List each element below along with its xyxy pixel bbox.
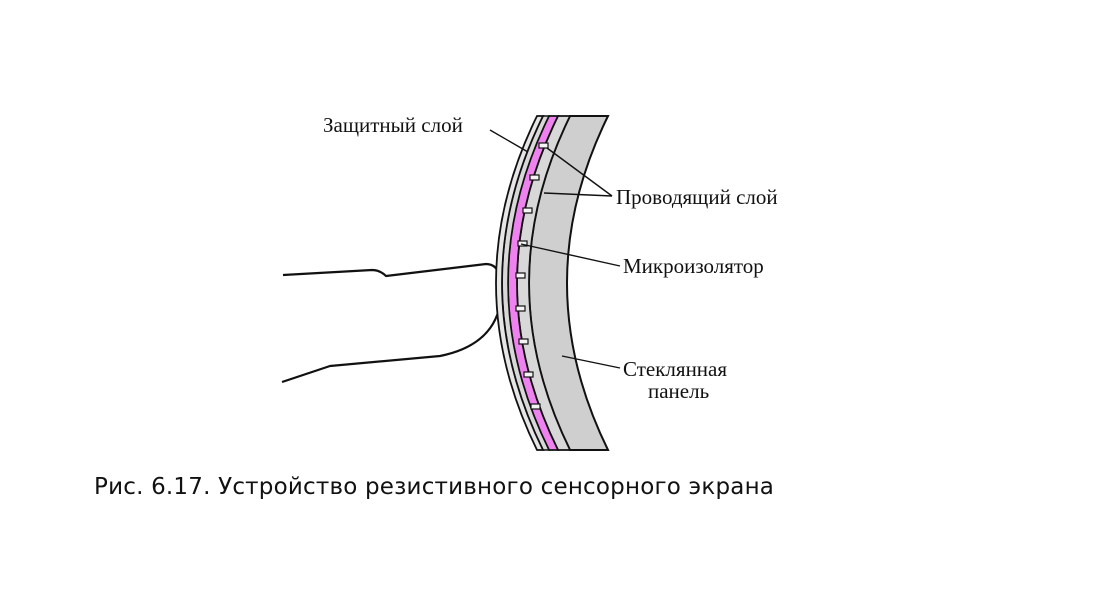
micro-insulator-dot <box>515 272 526 279</box>
figure-caption: Рис. 6.17. Устройство резистивного сенсо… <box>94 474 775 500</box>
label-protective-layer: Защитный слой <box>323 113 463 137</box>
micro-insulator-dots <box>515 142 549 410</box>
micro-insulator-dot <box>530 403 541 410</box>
micro-insulator-dot <box>538 142 549 149</box>
leader-lines <box>489 129 621 369</box>
label-conductive-layer: Проводящий слой <box>616 185 778 209</box>
label-micro-insulator: Микроизолятор <box>623 254 764 278</box>
micro-insulator-dot <box>522 207 533 214</box>
micro-insulator-dot <box>515 305 526 312</box>
leader-conductive-2 <box>543 192 613 197</box>
micro-insulator-dot <box>517 240 528 247</box>
finger <box>281 262 503 384</box>
micro-insulator-dot <box>518 338 529 345</box>
micro-insulator-dot <box>529 174 540 181</box>
leader-conductive-1 <box>546 147 613 197</box>
micro-insulator-dot <box>523 371 534 378</box>
leader-micro <box>520 243 621 267</box>
label-glass-panel-line1: Стеклянная <box>623 357 727 381</box>
label-glass-panel-line2: панель <box>648 379 709 403</box>
protective-layer <box>495 115 545 451</box>
leader-protective <box>489 129 529 153</box>
leader-glass <box>561 355 621 369</box>
